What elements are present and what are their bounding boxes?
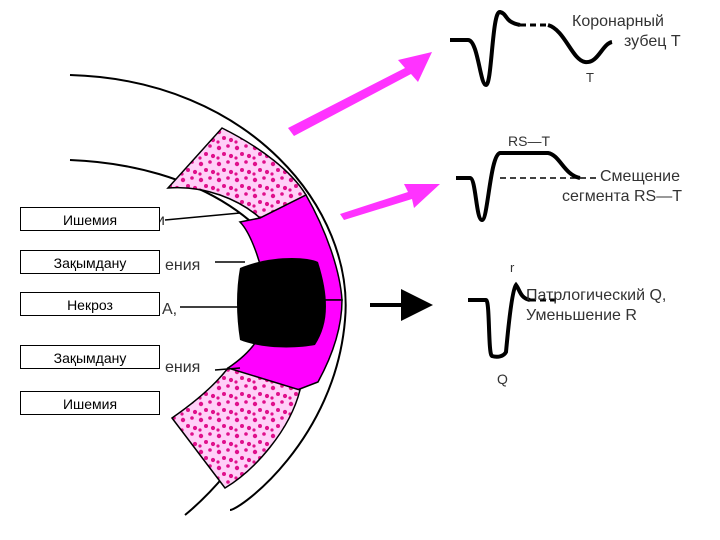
ischemia-zone-bottom <box>170 367 301 489</box>
t-wave-label: Т <box>586 70 594 85</box>
arrow-icon <box>340 184 440 220</box>
label-damage-top: Зақымдану <box>20 250 160 274</box>
q-wave-label: Q <box>497 371 508 387</box>
q-wave-r-label: r <box>510 260 515 275</box>
damage-top-label-tail: ения <box>165 257 200 274</box>
t-wave-caption-line2: зубец Т <box>624 33 681 50</box>
ecg-t-wave: Коронарный зубец Т Т <box>450 9 681 88</box>
ischemia-zone-top <box>166 127 308 219</box>
arrow-icon <box>288 52 432 136</box>
st-top-label: RS—T <box>508 133 550 149</box>
label-necrosis: Некроз <box>20 292 160 316</box>
st-caption-line1: Смещение <box>600 168 680 185</box>
q-wave-caption-line2: Уменьшение R <box>526 307 637 324</box>
necrosis-label-tail: А, <box>162 301 177 318</box>
label-ischemia-top: Ишемия <box>20 207 160 231</box>
ischemia-label-tail: и <box>156 212 165 229</box>
t-wave-caption-line1: Коронарный <box>572 13 664 30</box>
label-damage-bottom: Зақымдану <box>20 345 160 369</box>
damage-bottom-label-tail: ения <box>165 359 200 376</box>
ecg-st-segment: RS—T Смещение сегмента RS—T <box>456 133 682 223</box>
q-wave-caption-line1: Патрлогический Q, <box>526 287 666 304</box>
label-ischemia-bottom: Ишемия <box>20 391 160 415</box>
heart-wall <box>69 74 347 516</box>
necrosis-zone <box>237 258 326 348</box>
ecg-q-wave: r Патрлогический Q, Уменьшение R Q <box>468 260 666 387</box>
st-caption-line2: сегмента RS—T <box>562 188 682 205</box>
